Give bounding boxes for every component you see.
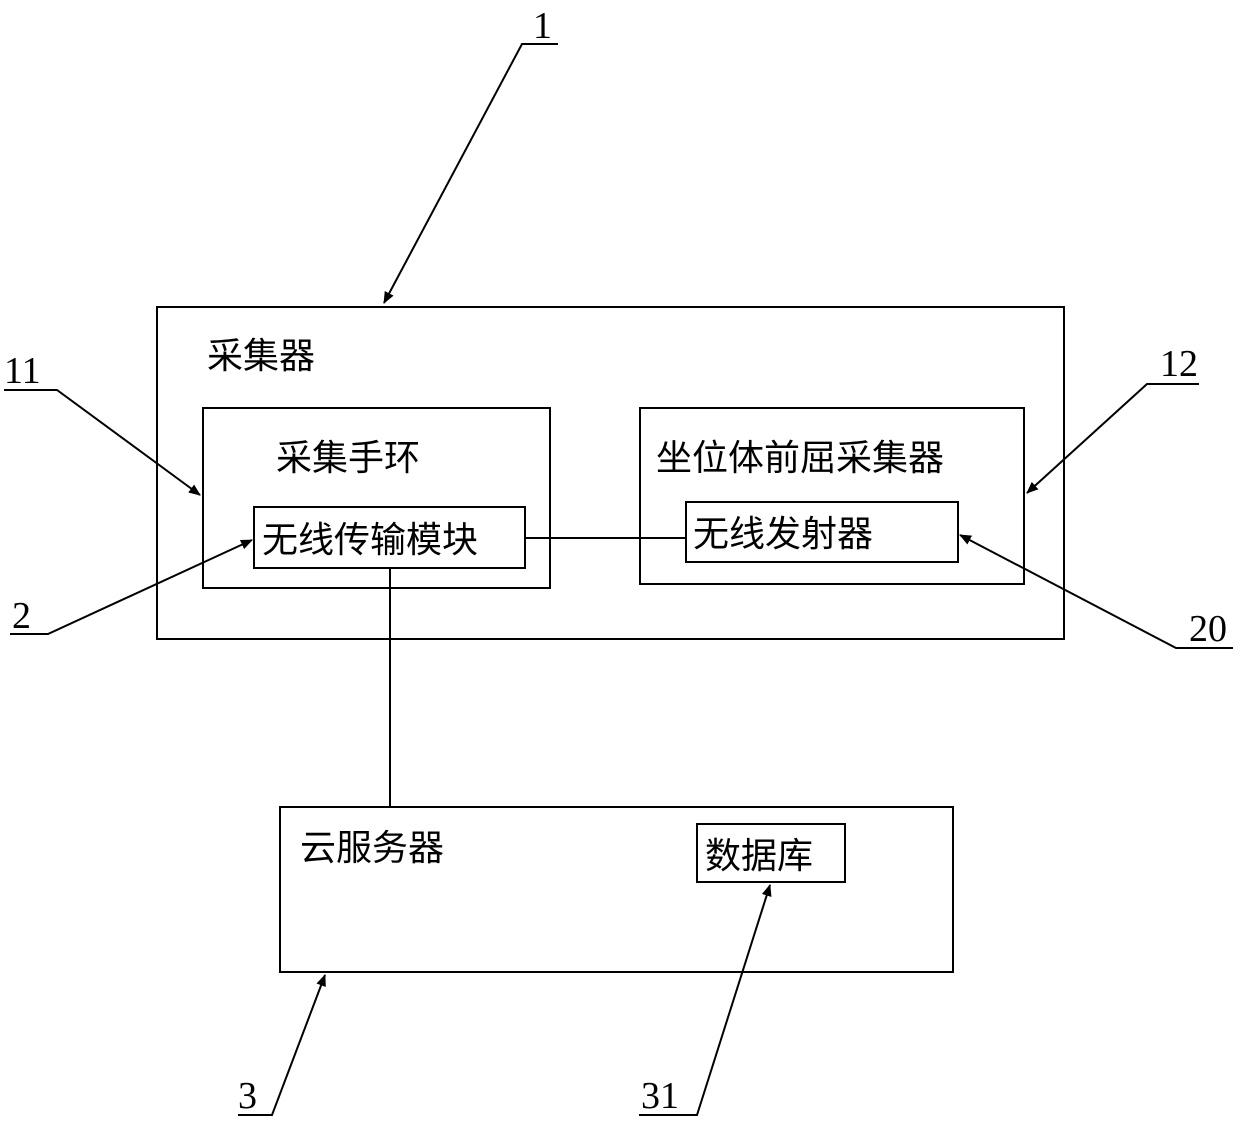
ref-1-label: 1 (533, 5, 552, 47)
database-label: 数据库 (705, 836, 813, 877)
ref-11-label: 11 (4, 350, 41, 392)
sit-reach-title: 坐位体前屈采集器 (656, 438, 944, 479)
ref-12-leader (1027, 384, 1199, 493)
ref-12-label: 12 (1160, 343, 1198, 385)
bracelet-title: 采集手环 (276, 438, 420, 479)
collector-title: 采集器 (207, 336, 315, 377)
ref-11-leader (4, 390, 200, 495)
cloud-server-title: 云服务器 (300, 828, 444, 869)
ref-1-leader (384, 44, 558, 303)
bracelet-box (203, 408, 550, 588)
ref-20-label: 20 (1189, 608, 1227, 650)
ref-3-label: 3 (238, 1075, 257, 1117)
sit-reach-box (640, 408, 1024, 584)
transmitter-label: 无线发射器 (693, 514, 873, 555)
wireless-module-label: 无线传输模块 (262, 520, 478, 561)
ref-31-label: 31 (641, 1075, 679, 1117)
ref-2-label: 2 (12, 595, 31, 637)
